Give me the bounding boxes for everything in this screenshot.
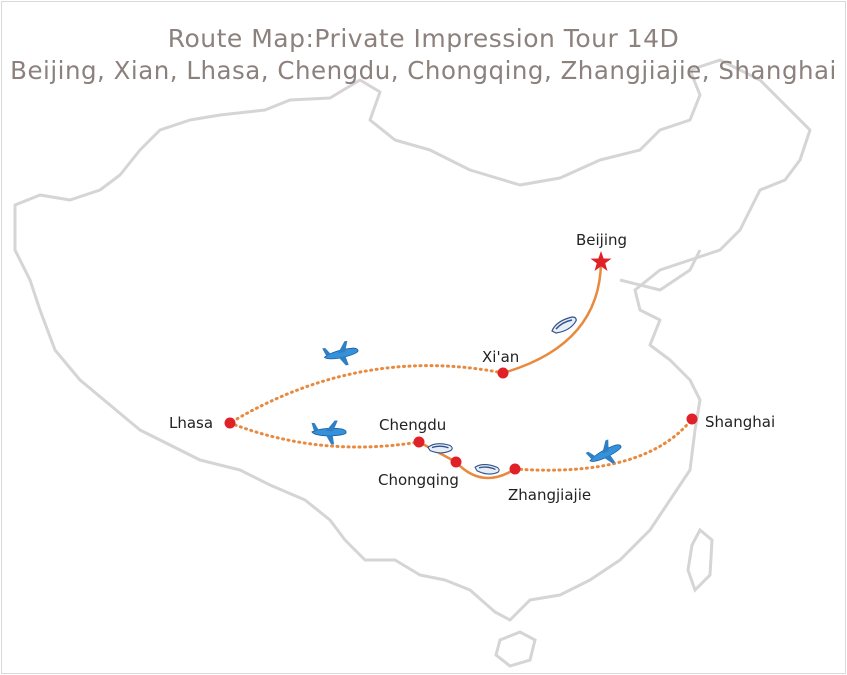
map-subtitle: Beijing, Xian, Lhasa, Chengdu, Chongqing… [10, 56, 837, 85]
province-outline [619, 249, 702, 292]
beijing-star-icon [590, 251, 612, 271]
chongqing-marker [450, 456, 462, 468]
city-label-zhangjiajie: Zhangjiajie [508, 486, 592, 504]
route-beijing-xian [502, 261, 603, 375]
city-label-chongqing: Chongqing [378, 471, 459, 489]
taiwan-outline [686, 527, 714, 593]
route-zhangjiajie-shanghai [513, 417, 694, 472]
route-xian-lhasa [228, 364, 505, 425]
city-label-lhasa: Lhasa [169, 414, 214, 432]
city-label-beijing: Beijing [576, 231, 628, 249]
train-icon [426, 435, 454, 461]
shanghai-marker [686, 413, 698, 425]
xian-marker [497, 367, 509, 379]
route-chongqing-zhangjiajie [455, 461, 516, 480]
zhangjiajie-marker [509, 463, 521, 475]
map-title: Route Map:Private Impression Tour 14D [167, 24, 680, 53]
train-icon [551, 316, 577, 334]
lhasa-marker [224, 417, 236, 429]
city-label-shanghai: Shanghai [705, 413, 776, 431]
plane-icon [309, 418, 348, 446]
city-label-xian: Xi'an [482, 348, 520, 366]
hainan-outline [494, 630, 537, 668]
route-lhasa-chengdu [228, 421, 421, 449]
chengdu-marker [413, 436, 425, 448]
country-outline [13, 58, 812, 622]
plane-icon [321, 339, 361, 369]
city-label-chengdu: Chengdu [379, 416, 447, 434]
